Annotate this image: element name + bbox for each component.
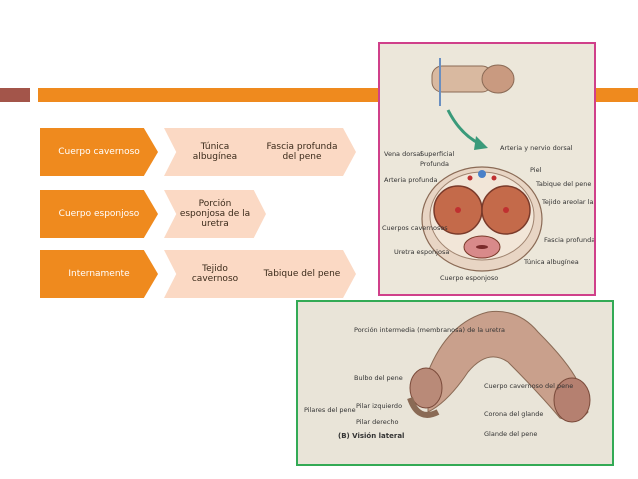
label-pilar-derecho: Pilar derecho — [356, 418, 398, 426]
label-piel: Piel — [530, 166, 542, 174]
label-superficial: Superficial — [420, 150, 455, 158]
label-tabique: Tabique del pene — [535, 180, 591, 188]
penis-sketch — [431, 58, 515, 106]
arrow-head — [474, 136, 488, 150]
chevron-item-label: Tabique del pene — [263, 269, 341, 279]
cross-section-figure: Vena dorsal Superficial Profunda Arteria… — [378, 42, 596, 296]
chevron-item-label: Porción esponjosa de la uretra — [179, 199, 251, 229]
label-tejido-areolar: Tejido areolar laxo — [541, 198, 594, 206]
label-pilares: Pilares del pene — [304, 406, 356, 414]
label-cuerpo-cavernoso: Cuerpo cavernoso del pene — [484, 382, 573, 390]
chevron-item: Fascia profunda del pene — [248, 128, 356, 176]
cross-section — [421, 166, 543, 272]
chevron-primary: Cuerpo esponjoso — [40, 190, 158, 238]
chevron-primary-label: Cuerpo esponjoso — [58, 209, 140, 219]
label-cuerpos-cavernosos: Cuerpos cavernosos — [382, 224, 448, 232]
chevron-item: Tabique del pene — [248, 250, 356, 298]
label-arteria-profunda: Arteria profunda — [384, 176, 437, 184]
label-bulbo: Bulbo del pene — [354, 374, 403, 382]
chevron-item-label: Túnica albugínea — [192, 142, 238, 162]
lateral-view-illustration: Porción intermedia (membranosa) de la ur… — [304, 310, 591, 440]
label-corona: Corona del glande — [484, 410, 543, 418]
label-cuerpo-esponjoso: Cuerpo esponjoso — [440, 274, 498, 282]
chevron-item: Tejido cavernoso — [164, 250, 266, 298]
chevron-primary-label: Cuerpo cavernoso — [58, 147, 140, 157]
accent-bar-left — [0, 88, 30, 102]
lateral-anatomy — [407, 310, 591, 423]
lateral-view-figure: Porción intermedia (membranosa) de la ur… — [296, 300, 614, 466]
label-arteria-nervio: Arteria y nervio dorsal — [500, 144, 573, 152]
chevron-primary-label: Internamente — [68, 269, 130, 279]
chevron-item-label: Fascia profunda del pene — [266, 142, 338, 162]
chevron-item-label: Tejido cavernoso — [191, 264, 239, 284]
label-glande: Glande del pene — [484, 430, 537, 438]
chevron-primary: Internamente — [40, 250, 158, 298]
chevron-item: Túnica albugínea — [164, 128, 266, 176]
label-vena-dorsal: Vena dorsal — [384, 150, 422, 158]
cross-section-illustration: Vena dorsal Superficial Profunda Arteria… — [382, 58, 594, 282]
label-tunica-albuginea: Túnica albugínea — [523, 258, 579, 266]
label-pilar-izquierdo: Pilar izquierdo — [356, 402, 402, 410]
label-profunda: Profunda — [420, 160, 449, 168]
label-uretra-esponjosa: Uretra esponjosa — [394, 248, 449, 256]
figure-caption: (B) Visión lateral — [338, 432, 404, 440]
label-porcion-intermedia: Porción intermedia (membranosa) de la ur… — [354, 326, 505, 334]
label-fascia-profunda: Fascia profunda — [544, 236, 594, 244]
chevron-item: Porción esponjosa de la uretra — [164, 190, 266, 238]
chevron-primary: Cuerpo cavernoso — [40, 128, 158, 176]
arrow-line — [446, 109, 481, 146]
